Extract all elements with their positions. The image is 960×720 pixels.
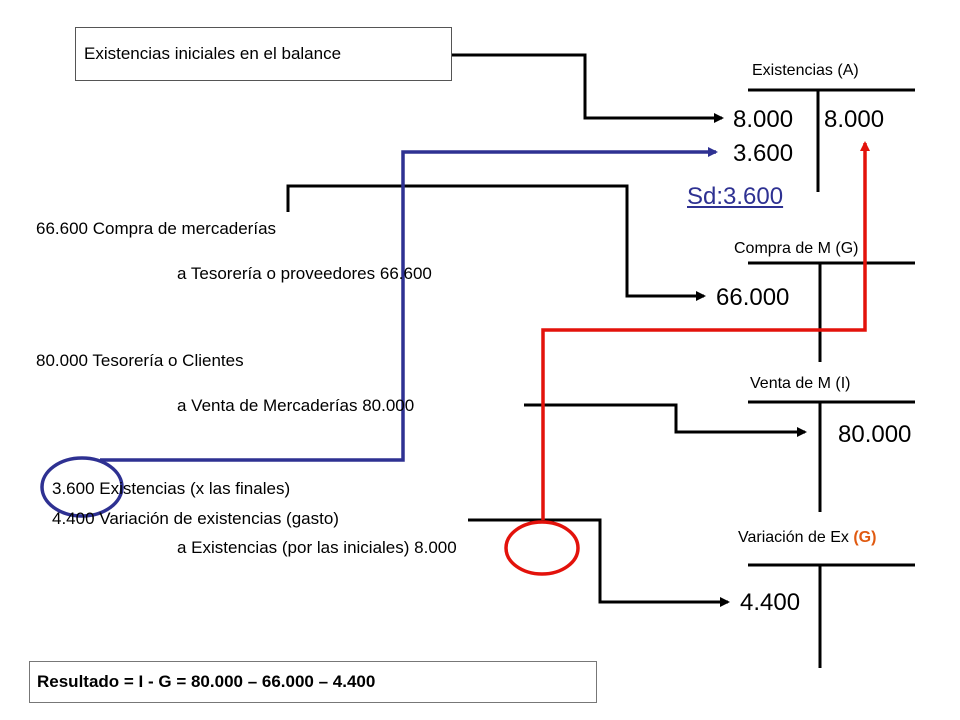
account-existencias-title: Existencias (A) [752, 62, 859, 79]
connector-venta [524, 403, 807, 437]
account-variacion-title-tag: (G) [853, 529, 877, 546]
entry-variacion-debit: 4.400 Variación de existencias (gasto) [52, 509, 339, 528]
entry-compra-credit: a Tesorería o proveedores 66.600 [177, 264, 432, 283]
connector-initial-stock [452, 53, 724, 123]
entry-existencias-credit: a Existencias (por las iniciales) 8.000 [177, 538, 457, 557]
initial-balance-label: Existencias iniciales en el balance [84, 44, 342, 63]
result-box [29, 661, 597, 703]
connector-final-stock [100, 147, 718, 462]
existencias-balance: Sd:3.600 [687, 183, 784, 210]
entry-compra-debit: 66.600 Compra de mercaderías [36, 219, 277, 238]
account-variacion-title-main: Variación de Ex [738, 529, 849, 546]
connector-initial-credit [541, 141, 870, 520]
account-variacion-title: Variación de Ex (G) [738, 528, 876, 548]
connector-variacion [468, 518, 730, 607]
venta-credit-1: 80.000 [838, 421, 912, 448]
existencias-debit-1: 8.000 [733, 106, 794, 133]
connector-compra [286, 184, 706, 301]
highlight-ellipse-red [504, 520, 580, 576]
entry-venta-credit: a Venta de Mercaderías 80.000 [177, 396, 415, 415]
initial-balance-box [75, 27, 452, 81]
existencias-credit-1: 8.000 [824, 106, 885, 133]
account-venta-title: Venta de M (I) [750, 375, 851, 392]
compra-debit-1: 66.000 [716, 284, 790, 311]
result-formula: Resultado = I - G = 80.000 – 66.000 – 4.… [37, 672, 376, 691]
entry-venta-debit: 80.000 Tesorería o Clientes [36, 351, 244, 370]
t-account-variacion [748, 563, 915, 668]
account-compra-title: Compra de M (G) [734, 240, 859, 257]
t-account-venta [748, 400, 915, 512]
t-account-compra [748, 261, 915, 362]
existencias-debit-2: 3.600 [733, 140, 794, 167]
t-account-existencias [748, 88, 915, 192]
entry-existencias-debit: 3.600 Existencias (x las finales) [52, 479, 291, 498]
highlight-ellipse-blue [40, 456, 124, 518]
variacion-debit-1: 4.400 [740, 589, 801, 616]
